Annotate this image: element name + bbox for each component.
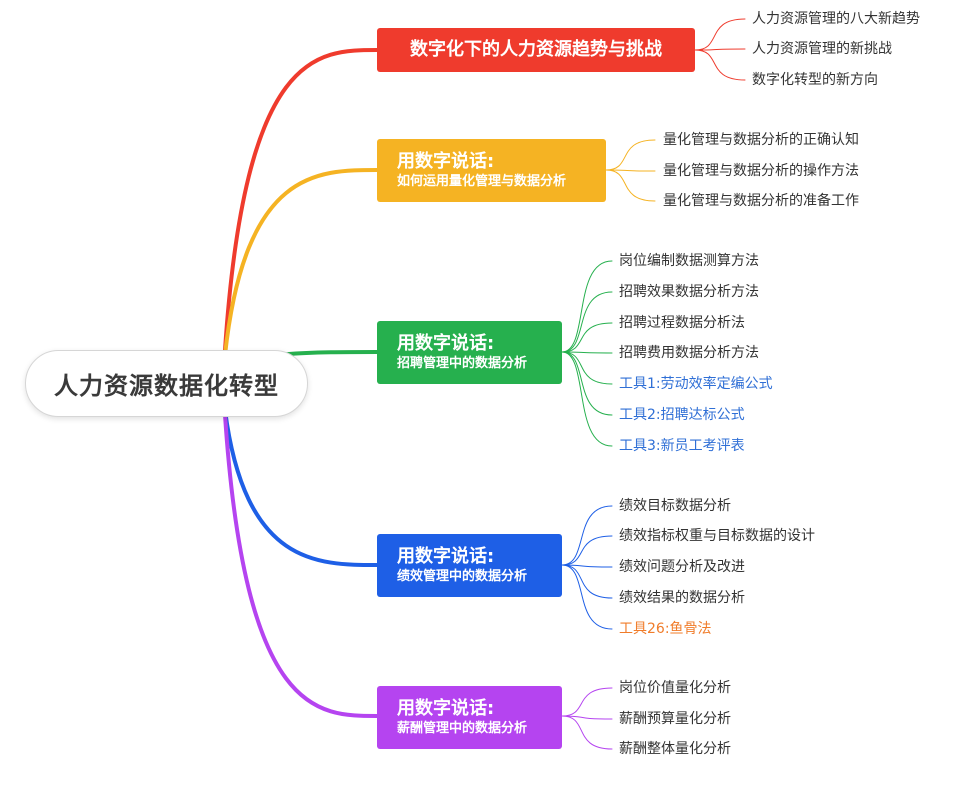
branch-connector xyxy=(223,408,379,567)
branch-compensation-analysis[interactable]: 用数字说话: 薪酬管理中的数据分析 xyxy=(377,686,562,749)
branch-subtitle: 薪酬管理中的数据分析 xyxy=(397,720,528,736)
root-node[interactable]: 人力资源数据化转型 xyxy=(25,350,308,417)
leaf-node[interactable]: 量化管理与数据分析的操作方法 xyxy=(663,163,859,179)
leaf-connector xyxy=(561,351,613,416)
leaf-connector xyxy=(694,49,746,81)
leaf-connector xyxy=(561,715,613,720)
leaf-node[interactable]: 薪酬预算量化分析 xyxy=(619,711,731,727)
branch-title: 用数字说话: xyxy=(397,697,495,719)
branch-digital-trends[interactable]: 数字化下的人力资源趋势与挑战 xyxy=(377,28,695,72)
leaf-node[interactable]: 量化管理与数据分析的正确认知 xyxy=(663,132,859,148)
leaf-connector xyxy=(561,564,613,599)
branch-title: 数字化下的人力资源趋势与挑战 xyxy=(410,39,662,60)
branch-subtitle: 如何运用量化管理与数据分析 xyxy=(397,173,567,189)
leaf-connector xyxy=(561,351,613,354)
leaf-connector xyxy=(694,18,746,51)
leaf-connector xyxy=(561,322,613,353)
branch-connector xyxy=(223,168,379,357)
leaf-node[interactable]: 薪酬整体量化分析 xyxy=(619,741,731,757)
leaf-connector xyxy=(561,505,613,566)
leaf-node[interactable]: 招聘效果数据分析方法 xyxy=(619,284,759,300)
leaf-connector xyxy=(561,291,613,353)
branch-recruitment-analysis[interactable]: 用数字说话: 招聘管理中的数据分析 xyxy=(377,321,562,384)
leaf-connector xyxy=(561,687,613,717)
leaf-tool[interactable]: 工具26:鱼骨法 xyxy=(619,621,712,637)
leaf-connector xyxy=(561,351,613,447)
leaf-connector xyxy=(561,715,613,750)
leaf-tool[interactable]: 工具1:劳动效率定编公式 xyxy=(619,376,773,392)
leaf-connector xyxy=(561,564,613,568)
leaf-connector xyxy=(605,169,656,202)
branch-quantitative-management[interactable]: 用数字说话: 如何运用量化管理与数据分析 xyxy=(377,139,606,202)
leaf-node[interactable]: 绩效问题分析及改进 xyxy=(619,559,745,575)
leaf-node[interactable]: 招聘费用数据分析方法 xyxy=(619,345,759,361)
leaf-node[interactable]: 人力资源管理的新挑战 xyxy=(752,41,892,57)
branch-title: 用数字说话: xyxy=(397,332,495,354)
leaf-connector xyxy=(561,260,613,353)
leaf-node[interactable]: 岗位价值量化分析 xyxy=(619,680,731,696)
leaf-node[interactable]: 绩效结果的数据分析 xyxy=(619,590,745,606)
leaf-connector xyxy=(694,48,746,51)
branch-connector xyxy=(223,413,379,718)
leaf-node[interactable]: 人力资源管理的八大新趋势 xyxy=(752,11,920,27)
leaf-connector xyxy=(561,535,613,566)
leaf-node[interactable]: 招聘过程数据分析法 xyxy=(619,315,745,331)
leaf-node[interactable]: 绩效目标数据分析 xyxy=(619,498,731,514)
leaf-tool[interactable]: 工具3:新员工考评表 xyxy=(619,438,745,454)
leaf-connector xyxy=(561,351,613,385)
branch-title: 用数字说话: xyxy=(397,545,495,567)
branch-connector xyxy=(223,48,379,352)
leaf-node[interactable]: 岗位编制数据测算方法 xyxy=(619,253,759,269)
leaf-node[interactable]: 量化管理与数据分析的准备工作 xyxy=(663,193,859,209)
leaf-connector xyxy=(605,169,656,172)
branch-subtitle: 招聘管理中的数据分析 xyxy=(397,355,528,371)
branch-subtitle: 绩效管理中的数据分析 xyxy=(397,568,528,584)
leaf-connector xyxy=(605,139,656,171)
leaf-node[interactable]: 数字化转型的新方向 xyxy=(752,72,878,88)
leaf-node[interactable]: 绩效指标权重与目标数据的设计 xyxy=(619,528,815,544)
branch-performance-analysis[interactable]: 用数字说话: 绩效管理中的数据分析 xyxy=(377,534,562,597)
leaf-connector xyxy=(561,564,613,630)
root-label: 人力资源数据化转型 xyxy=(54,372,279,400)
branch-title: 用数字说话: xyxy=(397,150,495,172)
leaf-tool[interactable]: 工具2:招聘达标公式 xyxy=(619,407,745,423)
